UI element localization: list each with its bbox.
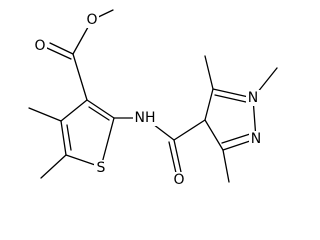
bond-thiophene-c4-c5-double <box>66 124 72 151</box>
bond-thiophene-c3-c4 <box>60 99 88 122</box>
atom-label-n2: N <box>251 131 261 147</box>
bond-amide-c-o-double-1 <box>173 139 182 173</box>
molecule-structure-diagram: O O S NH O N N <box>28 9 278 188</box>
atom-label-n1: N <box>248 90 258 106</box>
bond-c4-methyl <box>28 107 62 122</box>
atom-label-carbonyl-o: O <box>34 38 45 54</box>
atom-label-nh: NH <box>135 110 156 126</box>
bond-pyrazole-c4-c5 <box>204 88 214 121</box>
atom-carbonyl-o-ester: O <box>33 38 47 54</box>
atom-amide-nh: NH <box>133 110 157 126</box>
bond-amide-c-o-double-2 <box>168 141 177 174</box>
bond-thiophene-c3-c2 <box>86 99 115 119</box>
bond-c5-methyl-pyrazole <box>204 55 214 90</box>
bond-thiophene-c3-c2-double <box>88 106 110 121</box>
bond-amide-c-pyrazole-c4 <box>173 119 206 141</box>
bond-thiophene-c4-c5 <box>60 120 67 156</box>
atom-pyrazole-n1: N <box>246 90 260 106</box>
bond-ester-c-o-double-1 <box>49 42 74 55</box>
bond-pyrazole-c3-c4 <box>204 119 224 151</box>
atom-thiophene-s: S <box>94 160 108 176</box>
atom-label-amide-o: O <box>173 172 184 188</box>
bond-ester-c-ring-c3 <box>72 53 88 101</box>
atom-amide-o: O <box>172 172 186 188</box>
atom-label-sulfur: S <box>97 160 106 176</box>
bond-ester-c-o-double-2 <box>46 47 72 60</box>
bond-pyrazole-c5-n1-double <box>214 94 247 103</box>
bond-c3-methyl-pyrazole <box>222 149 230 183</box>
atom-ester-o-single: O <box>85 12 99 28</box>
atom-label-ester-o: O <box>86 12 97 28</box>
bond-c5-methyl <box>40 154 67 179</box>
atom-pyrazole-n2: N <box>249 131 263 147</box>
bond-thiophene-s-c2 <box>100 117 115 168</box>
bond-pyrazole-n2-c3-double <box>221 133 251 144</box>
